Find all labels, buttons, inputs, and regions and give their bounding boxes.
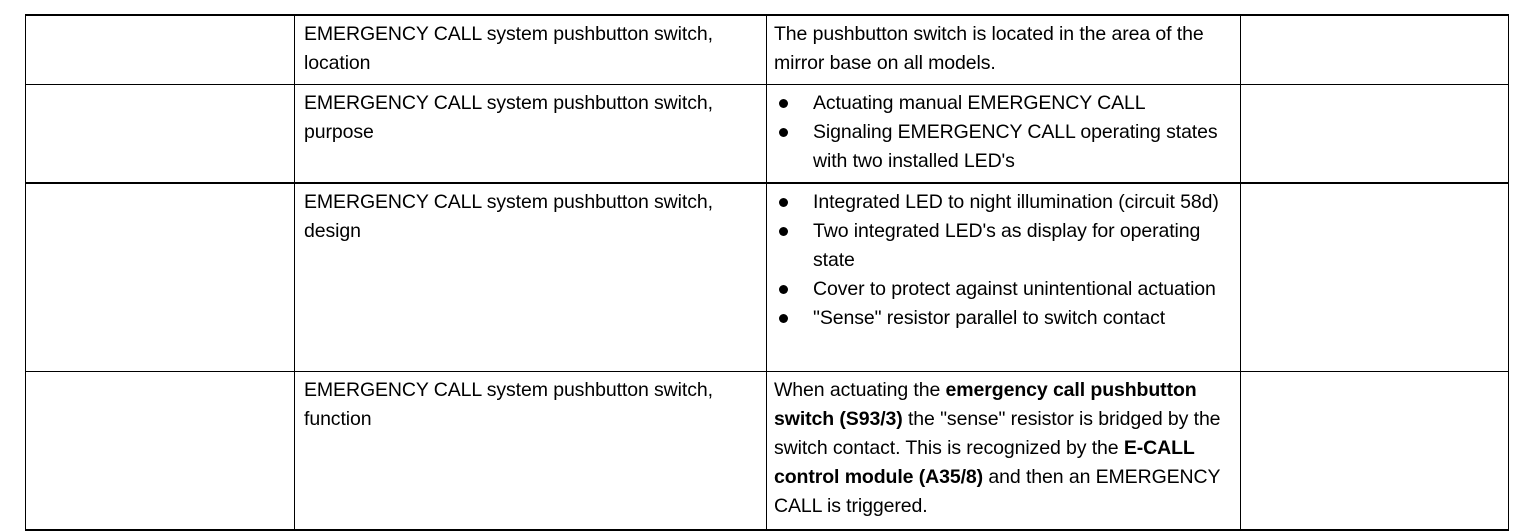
row-function-description-body: When actuating the emergency call pushbu… <box>767 372 1240 527</box>
row-function-col1-text <box>26 372 294 382</box>
bullet-item-label: Signaling EMERGENCY CALL operating state… <box>813 121 1218 172</box>
bullet-item: Cover to protect against unintentional a… <box>774 275 1232 304</box>
row-design-label: EMERGENCY CALL system pushbutton switch,… <box>294 182 767 372</box>
row-location-col4-text <box>1241 16 1508 26</box>
row-function-description: When actuating the emergency call pushbu… <box>766 371 1241 531</box>
row-design-col4-empty <box>1240 182 1509 372</box>
row-function-col4-empty <box>1240 371 1509 531</box>
row-design-description: Integrated LED to night illumination (ci… <box>766 182 1241 372</box>
row-design-label-text: EMERGENCY CALL system pushbutton switch,… <box>304 191 713 242</box>
row-design-col1-text <box>26 184 294 194</box>
bullet-item: "Sense" resistor parallel to switch cont… <box>774 304 1232 333</box>
row-purpose-bullet-list: Actuating manual EMERGENCY CALL Signaling… <box>774 89 1232 176</box>
table-body: EMERGENCY CALL system pushbutton switch,… <box>25 14 1509 531</box>
row-location-description-body: The pushbutton switch is located in the … <box>767 16 1240 84</box>
row-purpose-description: Actuating manual EMERGENCY CALL Signaling… <box>766 84 1241 184</box>
row-function-col1-empty <box>25 371 295 531</box>
row-purpose-label-text: EMERGENCY CALL system pushbutton switch,… <box>304 92 713 143</box>
bullet-item-label: Integrated LED to night illumination (ci… <box>813 191 1219 213</box>
row-design-description-body: Integrated LED to night illumination (ci… <box>767 184 1240 339</box>
row-location-col4-empty <box>1240 14 1509 85</box>
row-purpose-label: EMERGENCY CALL system pushbutton switch,… <box>294 84 767 184</box>
bullet-item-label: "Sense" resistor parallel to switch cont… <box>813 307 1166 329</box>
emphasized-term: E-CALL control module (A35/8) <box>774 437 1195 488</box>
row-purpose-col4-empty <box>1240 84 1509 184</box>
bullet-dot-icon <box>779 198 788 207</box>
table-row: EMERGENCY CALL system pushbutton switch,… <box>25 84 1509 184</box>
bullet-dot-icon <box>779 227 788 236</box>
row-design-col4-text <box>1241 184 1508 194</box>
body-text-run: When actuating the <box>774 379 946 401</box>
specification-table: EMERGENCY CALL system pushbutton switch,… <box>25 14 1509 531</box>
row-location-description: The pushbutton switch is located in the … <box>766 14 1241 85</box>
bullet-item: Signaling EMERGENCY CALL operating state… <box>774 118 1232 176</box>
bullet-dot-icon <box>779 128 788 137</box>
row-purpose-col1-empty <box>25 84 295 184</box>
row-design-bullet-list: Integrated LED to night illumination (ci… <box>774 188 1232 333</box>
row-location-label-text: EMERGENCY CALL system pushbutton switch,… <box>304 23 713 74</box>
bullet-item-label: Cover to protect against unintentional a… <box>813 278 1216 300</box>
row-purpose-col1-text <box>26 85 294 95</box>
row-location-col1-empty <box>25 14 295 85</box>
row-function-label-text: EMERGENCY CALL system pushbutton switch,… <box>304 379 713 430</box>
row-location-col1-text <box>26 16 294 26</box>
emphasized-term: emergency call pushbutton switch (S93/3) <box>774 379 1197 430</box>
document-page: EMERGENCY CALL system pushbutton switch,… <box>25 14 1509 531</box>
row-purpose-description-body: Actuating manual EMERGENCY CALL Signaling… <box>767 85 1240 182</box>
table-row: EMERGENCY CALL system pushbutton switch,… <box>25 14 1509 85</box>
bullet-item-label: Two integrated LED's as display for oper… <box>813 220 1201 271</box>
row-function-col4-text <box>1241 372 1508 382</box>
bullet-item: Two integrated LED's as display for oper… <box>774 217 1232 275</box>
bullet-item: Integrated LED to night illumination (ci… <box>774 188 1232 217</box>
row-function-label: EMERGENCY CALL system pushbutton switch,… <box>294 371 767 531</box>
bullet-dot-icon <box>779 99 788 108</box>
bullet-dot-icon <box>779 314 788 323</box>
bullet-dot-icon <box>779 285 788 294</box>
table-row: EMERGENCY CALL system pushbutton switch,… <box>25 371 1509 531</box>
bullet-item: Actuating manual EMERGENCY CALL <box>774 89 1232 118</box>
row-purpose-col4-text <box>1241 85 1508 95</box>
bullet-item-label: Actuating manual EMERGENCY CALL <box>813 92 1146 114</box>
row-location-label: EMERGENCY CALL system pushbutton switch,… <box>294 14 767 85</box>
body-text-run: the "sense" resistor is bridged by the s… <box>774 408 1221 459</box>
row-function-paragraph: When actuating the emergency call pushbu… <box>774 376 1232 521</box>
row-design-col1-empty <box>25 182 295 372</box>
table-row: EMERGENCY CALL system pushbutton switch,… <box>25 182 1509 372</box>
body-text-run: and then an EMERGENCY CALL is triggered. <box>774 466 1221 517</box>
row-location-paragraph: The pushbutton switch is located in the … <box>774 23 1204 74</box>
